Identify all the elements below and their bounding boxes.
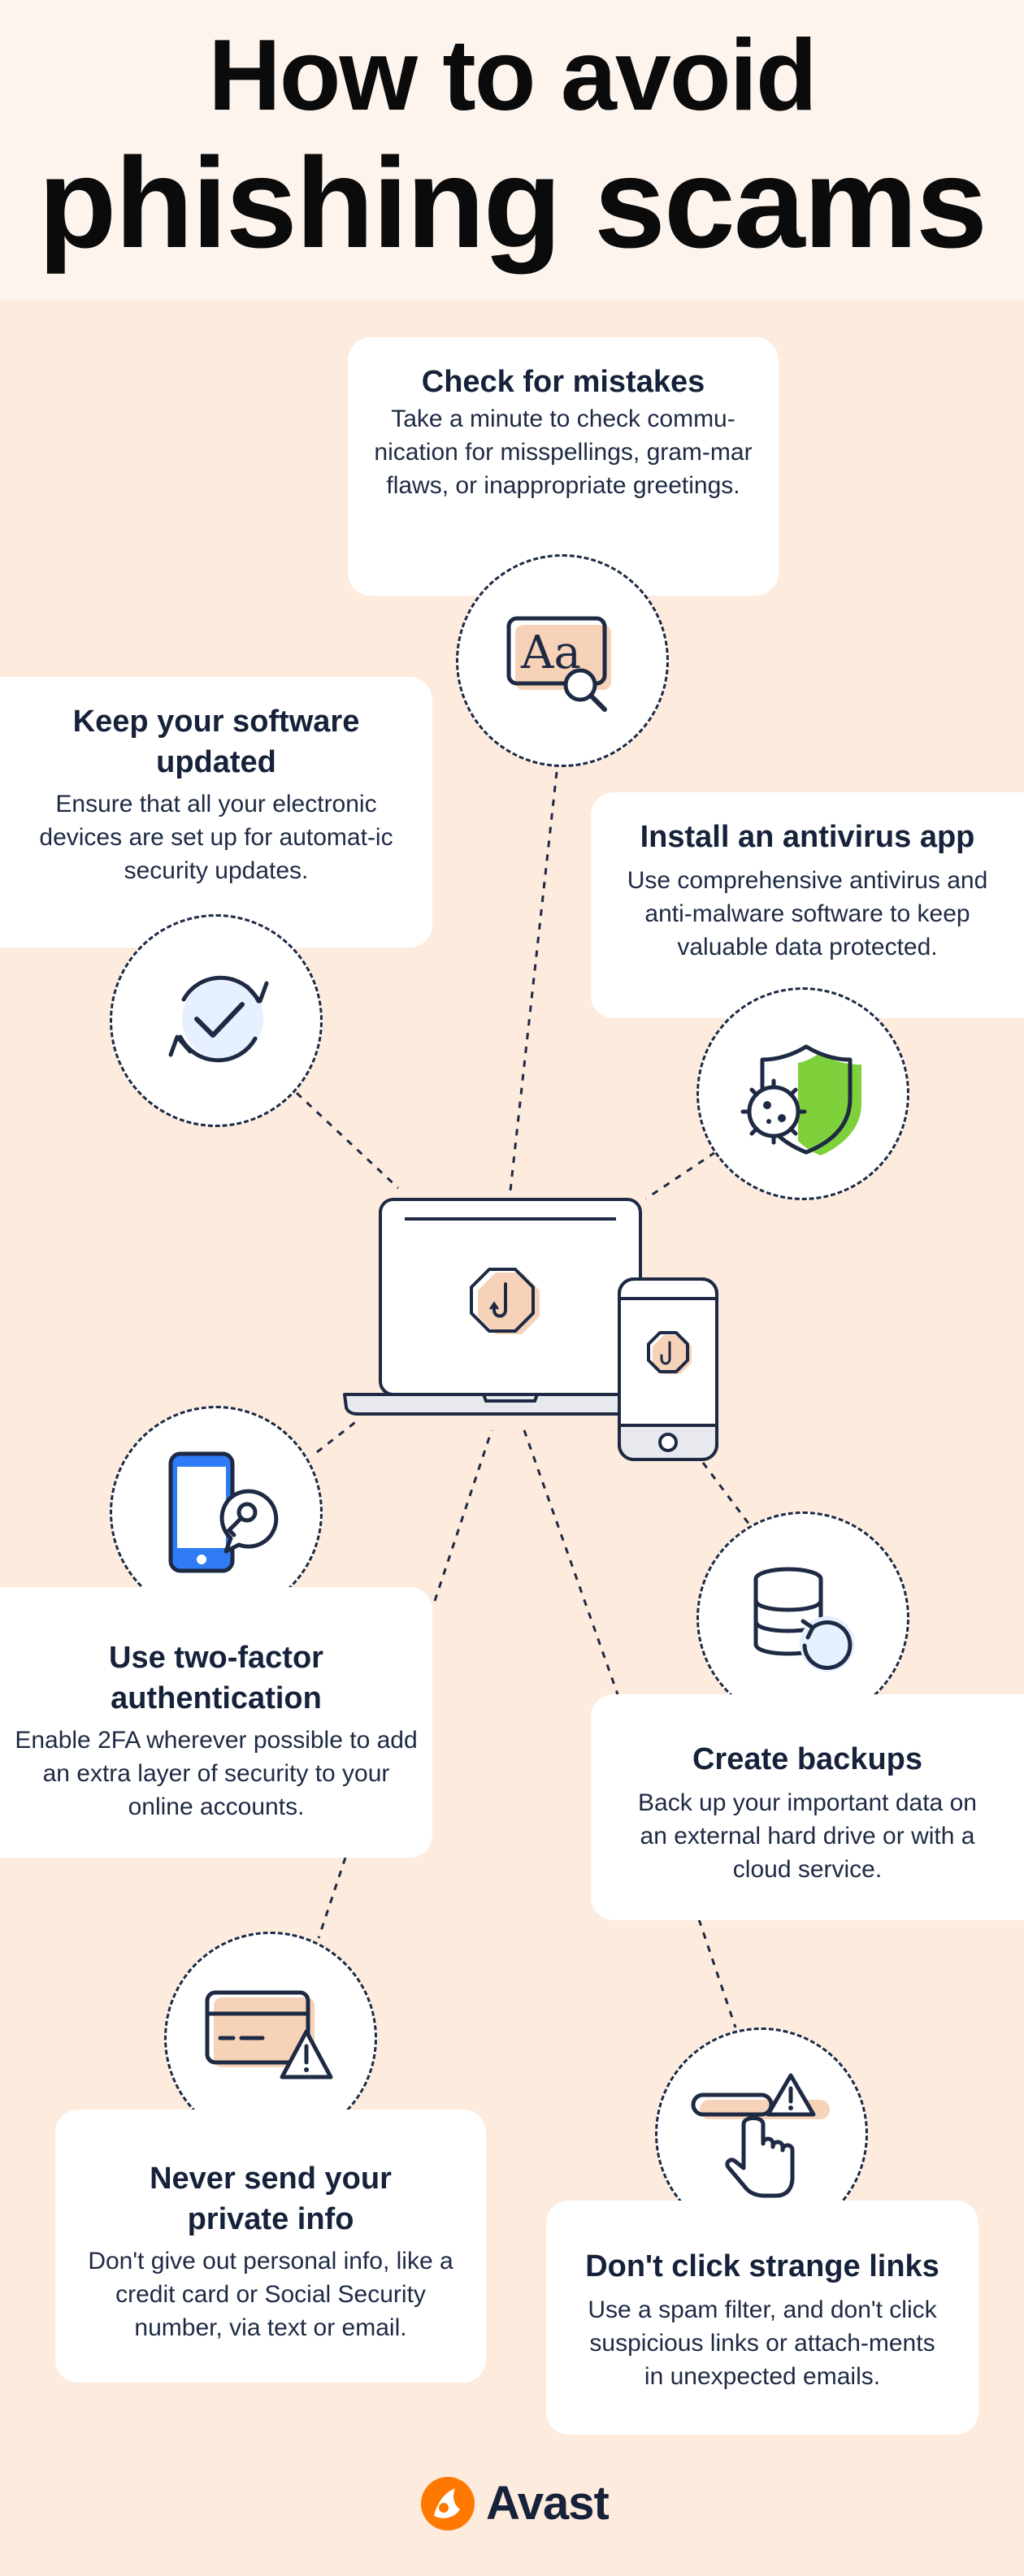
connector-mistakes <box>509 771 558 1191</box>
tip-card-two-factor: Use two-factor authentication Enable 2FA… <box>0 1587 432 1858</box>
tip-body: Back up your important data on an extern… <box>638 1789 977 1883</box>
tip-card-software-updated: Keep your software updated Ensure that a… <box>0 677 432 948</box>
connector-antivirus <box>645 1151 716 1200</box>
tip-title: Install an antivirus app <box>640 820 975 854</box>
text-magnifier-icon: Aa <box>506 616 611 712</box>
connector-2fa-card <box>433 1429 493 1602</box>
tip-card-private-info: Never send your private info Don't give … <box>55 2110 486 2383</box>
tip-body: Don't give out personal info, like a cre… <box>88 2248 453 2341</box>
tip-title: Check for mistakes <box>421 365 705 399</box>
tip-body: Use comprehensive antivirus and anti-mal… <box>627 867 988 961</box>
virus-shield-icon <box>740 1044 861 1156</box>
tip-title: Keep your software updated <box>72 705 360 779</box>
tip-title: Never send your private info <box>150 2162 392 2236</box>
svg-text:Aa: Aa <box>520 627 581 679</box>
tip-body: Take a minute to check commu-nication fo… <box>374 405 753 499</box>
tip-title: Use two-factor authentication <box>109 1641 323 1715</box>
bubble-backups <box>696 1511 909 1724</box>
bubble-private-info <box>164 1932 377 2144</box>
bubble-check-mistakes: Aa <box>456 554 669 767</box>
pointer-warning-icon <box>691 2073 830 2198</box>
page-title-line-1: How to avoid <box>208 20 818 132</box>
tip-card-strange-links: Don't click strange links Use a spam fil… <box>546 2201 978 2435</box>
connector-software <box>295 1091 400 1190</box>
connector-links <box>697 1919 737 2028</box>
phone-key-icon <box>168 1451 279 1573</box>
connector-private <box>317 1857 347 1939</box>
center-devices <box>341 1195 727 1463</box>
tip-title: Don't click strange links <box>585 2249 939 2283</box>
header: How to avoid phishing scams <box>0 0 1024 301</box>
tip-body: Ensure that all your electronic devices … <box>39 791 393 884</box>
avast-logo-icon <box>421 2477 475 2530</box>
update-check-icon <box>168 975 269 1063</box>
brand-logo: Avast <box>419 2470 614 2535</box>
page-title-line-2: phishing scams <box>37 132 987 275</box>
bubble-software-updated <box>110 914 323 1127</box>
laptop-phone-phishing-icon <box>343 1198 718 1461</box>
tip-card-backups: Create backups Back up your important da… <box>591 1694 1024 1920</box>
connector-2fa <box>316 1419 358 1454</box>
tip-body: Enable 2FA wherever possible to add an e… <box>15 1727 418 1820</box>
tip-title: Create backups <box>692 1742 922 1776</box>
brand-name: Avast <box>486 2477 610 2530</box>
tip-body: Use a spam filter, and don't click suspi… <box>588 2296 937 2390</box>
tip-card-antivirus: Install an antivirus app Use comprehensi… <box>591 792 1024 1018</box>
bubble-two-factor <box>110 1406 323 1619</box>
database-restore-icon <box>753 1567 855 1672</box>
tip-card-check-mistakes: Check for mistakes Take a minute to chec… <box>348 337 779 596</box>
connector-backups-card <box>523 1429 619 1695</box>
credit-card-warning-icon <box>205 1990 333 2079</box>
bubble-antivirus <box>696 987 909 1200</box>
